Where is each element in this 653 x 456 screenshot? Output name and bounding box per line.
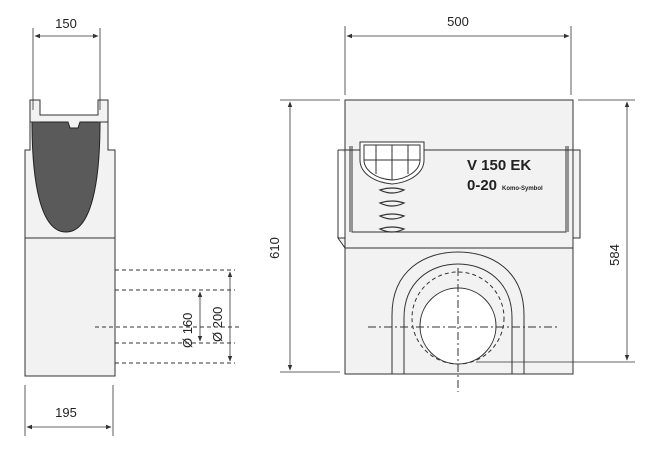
dim-front-height-total [280,99,340,373]
product-class-label: 0-20 [467,177,497,194]
front-view [337,99,581,392]
dim-pipe-large-label: Ø 200 [210,307,225,342]
side-lower-body [24,237,116,377]
product-symbol-label: Komo-Symbol [502,186,543,192]
dim-pipe-small-label: Ø 160 [180,313,195,348]
side-pipe-outlet [95,269,240,364]
handle-slots [378,187,406,233]
dim-front-height-total-label: 610 [267,237,282,259]
dim-side-top [32,28,101,110]
grate-icon [359,141,425,185]
dim-side-bottom [24,385,114,436]
dim-front-width-label: 500 [447,14,469,29]
dim-pipe-diameters [197,271,233,362]
dim-front-width [344,26,572,95]
dim-side-top-label: 150 [55,16,77,31]
dim-front-height-inner [476,99,635,363]
side-view [24,99,240,377]
dim-side-bottom-label: 195 [55,405,77,420]
front-inner-frame [351,146,567,233]
product-model-label: V 150 EK [467,157,531,174]
dim-front-height-inner-label: 584 [607,244,622,266]
front-arch [391,251,525,374]
